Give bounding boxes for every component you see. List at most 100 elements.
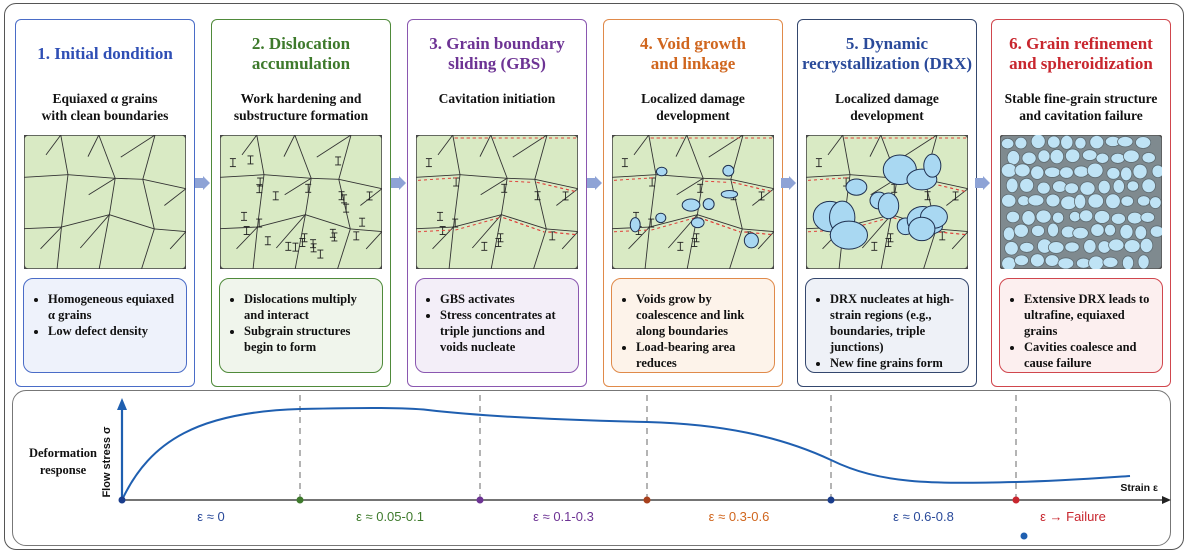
grain-boundary — [561, 231, 578, 250]
stage-title-line: sliding (GBS) — [448, 54, 546, 73]
fine-grain — [1079, 181, 1096, 196]
dislocation-symbol — [343, 203, 350, 213]
dislocation-symbol — [366, 191, 373, 201]
fine-grain — [1086, 162, 1104, 179]
dislocation-symbol — [229, 158, 236, 168]
arrow-shape — [391, 176, 406, 190]
stage-note: DRX nucleates at high-strain regions (e.… — [830, 291, 962, 355]
fine-grain — [1006, 150, 1021, 166]
fine-grain — [1001, 193, 1017, 208]
fine-grain — [1149, 225, 1162, 238]
fine-grain — [1135, 136, 1152, 149]
stage-subtitle-line: development — [850, 108, 924, 123]
grain-boundary — [703, 177, 731, 180]
fine-grain — [1030, 135, 1046, 149]
stage-note: Low defect density — [48, 323, 180, 339]
grain-boundary — [115, 177, 143, 180]
dislocation-symbol — [335, 156, 342, 166]
dislocation-symbol — [256, 218, 263, 228]
fine-grain — [1057, 257, 1075, 269]
stage-arrow-icon — [587, 176, 602, 190]
grain-boundary — [534, 179, 547, 230]
sliding-boundary — [744, 231, 773, 236]
fine-grain — [1045, 193, 1061, 208]
fine-grain — [1036, 181, 1051, 195]
stage-notes-box: GBS activatesStress concentrates at trip… — [415, 278, 579, 373]
grain-boundary — [490, 135, 508, 179]
void — [655, 166, 668, 177]
microstructure-image — [1000, 135, 1162, 269]
microstructure-background — [24, 135, 186, 269]
stage-note: Dislocations multiply and interact — [244, 291, 376, 323]
grain-network — [416, 135, 578, 269]
fine-grain — [1123, 239, 1141, 253]
grain-boundary — [257, 174, 265, 228]
fine-grain — [1060, 195, 1077, 211]
arrow-shape — [781, 176, 796, 190]
fine-grain — [1089, 135, 1105, 150]
grain-boundary — [164, 188, 186, 206]
stage-notes-list: Extensive DRX leads to ultrafine, equiax… — [1000, 279, 1162, 371]
grain-boundary — [120, 135, 156, 158]
stage-title-line: 6. Grain refinement — [1009, 34, 1153, 53]
dislocation-symbol — [691, 238, 698, 247]
grain-boundary — [533, 228, 547, 269]
sliding-boundary — [536, 181, 577, 193]
grain-boundary — [512, 135, 548, 158]
dislocation-symbol — [299, 238, 306, 247]
dislocation-symbol — [758, 191, 765, 201]
fine-grain — [1079, 209, 1094, 223]
stage-note: Extensive DRX leads to ultrafine, equiax… — [1024, 291, 1156, 339]
fine-grain — [1093, 210, 1111, 224]
grain-boundary — [338, 135, 352, 180]
grain-boundary — [79, 214, 110, 249]
fine-grain — [1014, 163, 1031, 178]
grain-boundary — [448, 226, 454, 269]
void — [845, 178, 868, 196]
void — [877, 192, 900, 220]
stage-title-line: 1. Initial dondition — [37, 44, 173, 63]
fine-grain — [1117, 136, 1134, 148]
fine-grain — [1137, 195, 1151, 207]
grain-boundary — [45, 135, 62, 156]
fine-grain — [1088, 255, 1105, 269]
grain-boundary — [108, 178, 116, 215]
grain-boundary — [708, 135, 744, 158]
stage-notes-list: DRX nucleates at high-strain regions (e.… — [806, 279, 968, 371]
dislocation-symbol — [815, 158, 822, 168]
fine-grain — [1051, 211, 1065, 224]
dislocation-symbol — [305, 183, 312, 193]
grain-boundary — [142, 178, 186, 190]
stage-subtitle-line: Equiaxed α grains — [52, 91, 158, 106]
stage-notes-box: Voids grow by coalescence and link along… — [611, 278, 775, 373]
grain-boundary — [628, 226, 650, 250]
fine-grain — [1035, 209, 1052, 224]
stage-subtitle-line: Localized damage — [835, 91, 939, 106]
stage-notes-box: DRX nucleates at high-strain regions (e.… — [805, 278, 969, 373]
stage-arrow-icon — [781, 176, 796, 190]
stage-notes-list: Homogeneous equiaxed α grainsLow defect … — [24, 279, 186, 339]
stage-note: Load-bearing area reduces — [636, 339, 768, 371]
stage-subtitle-line: Cavitation initiation — [438, 91, 556, 106]
grain-boundary — [257, 214, 306, 228]
fine-grain — [1068, 210, 1081, 223]
fine-grain — [1000, 137, 1015, 150]
fine-grain — [1139, 237, 1154, 254]
void — [720, 189, 739, 199]
grain-boundary — [806, 174, 851, 178]
grain-boundary — [471, 214, 502, 249]
void — [923, 153, 942, 178]
dislocation-symbol — [885, 238, 892, 247]
grain-boundary — [437, 135, 454, 156]
grain-network — [24, 135, 186, 269]
fine-grain — [1064, 241, 1080, 253]
fine-grain — [1065, 148, 1081, 163]
grain-boundary — [649, 174, 657, 228]
fine-grain — [1127, 211, 1143, 225]
grain-boundary — [256, 135, 265, 175]
grain-boundary — [284, 177, 312, 196]
grain-boundary — [416, 174, 461, 178]
